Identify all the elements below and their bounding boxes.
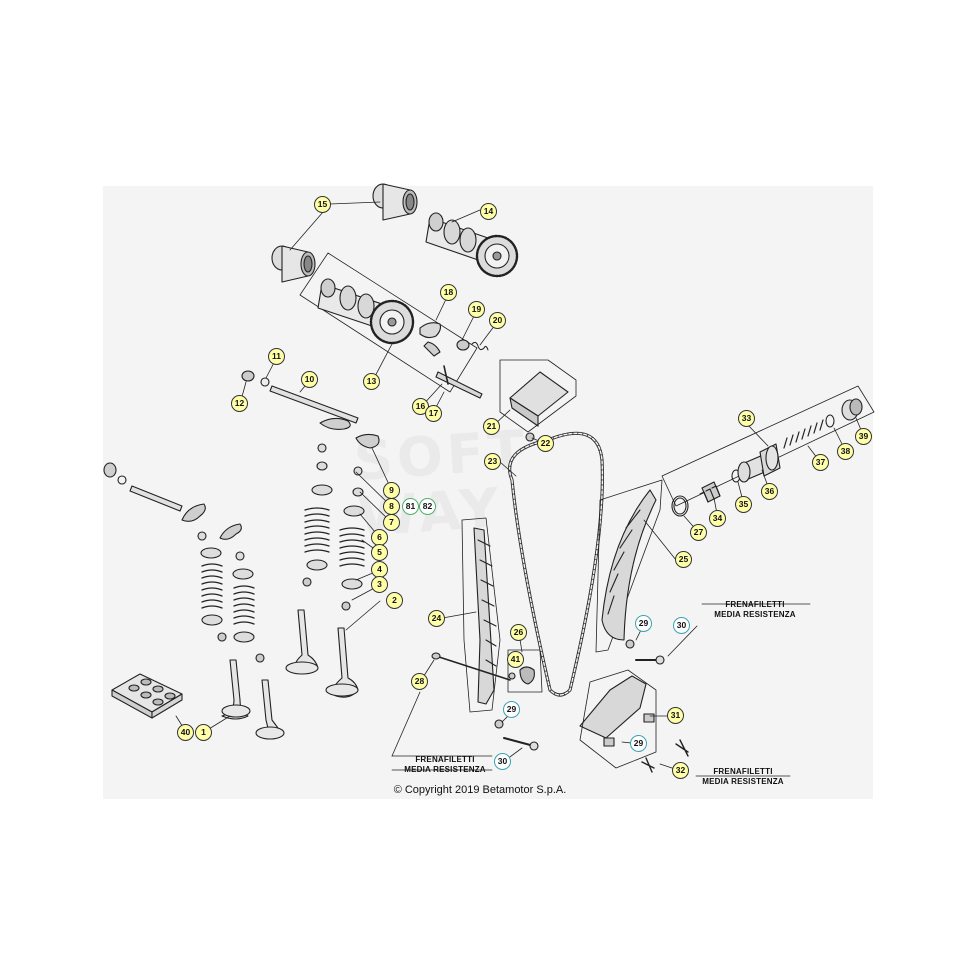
chain-tensioner	[661, 385, 875, 517]
threadlock-note-bottom-right: FRENAFILETTI MEDIA RESISTENZA	[688, 767, 798, 787]
threadlock-note-line2: MEDIA RESISTENZA	[702, 777, 784, 786]
threadlock-note-line2: MEDIA RESISTENZA	[404, 765, 486, 774]
decompressor-parts	[419, 322, 489, 399]
guide-rail	[595, 479, 663, 653]
fasteners	[431, 639, 665, 751]
threadlock-note-bottom-left: FRENAFILETTI MEDIA RESISTENZA	[390, 755, 500, 775]
threadlock-note-line1: FRENAFILETTI	[415, 755, 475, 764]
camshaft-exhaust	[425, 212, 519, 278]
rocker-shaft-group	[241, 370, 380, 449]
chain-guide-lower	[579, 669, 689, 773]
tensioner-rail	[461, 517, 501, 713]
threadlock-note-line1: FRENAFILETTI	[713, 767, 773, 776]
camshaft-bearing-lower	[271, 245, 316, 283]
threadlock-note-line2: MEDIA RESISTENZA	[714, 610, 796, 619]
camshaft-group	[271, 183, 519, 399]
threadlock-note-right-top: FRENAFILETTI MEDIA RESISTENZA	[700, 600, 810, 620]
camshaft-intake	[317, 278, 415, 345]
leader-lines	[175, 201, 865, 777]
shim-kit	[111, 673, 183, 719]
valve-set-right	[285, 443, 365, 698]
chain-guide-upper	[499, 359, 577, 442]
valve-set-left	[103, 462, 285, 740]
threadlock-note-line1: FRENAFILETTI	[725, 600, 785, 609]
timing-chain	[508, 431, 604, 697]
copyright-notice: © Copyright 2019 Betamotor S.p.A.	[393, 784, 567, 796]
